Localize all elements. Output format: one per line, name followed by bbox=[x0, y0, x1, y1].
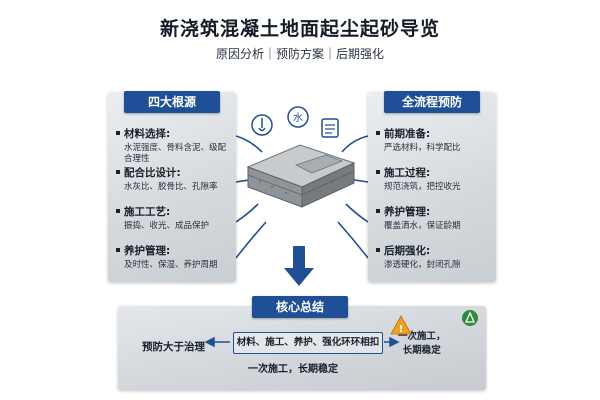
core-right-line2: 长期稳定 bbox=[402, 345, 441, 356]
right-panel-header: 全流程预防 bbox=[384, 91, 480, 113]
left-panel-root-causes: 四大根源 材料选择: 水泥强度、骨料含泥、级配合理性 配合比设计: 水灰比、胶骨… bbox=[108, 91, 236, 282]
connector-line-left-3 bbox=[235, 203, 259, 223]
item-desc: 渗透硬化，封闭孔隙 bbox=[384, 260, 461, 270]
left-panel-header: 四大根源 bbox=[124, 91, 220, 113]
down-arrow-icon bbox=[284, 246, 314, 286]
connector-line-left-4 bbox=[235, 221, 267, 259]
arrow-right-icon bbox=[389, 336, 400, 348]
clipboard-icon bbox=[321, 118, 339, 138]
item-title: 配合比设计: bbox=[116, 165, 230, 180]
connector-line-right-4 bbox=[337, 221, 369, 259]
list-item: 材料选择: 水泥强度、骨料含泥、级配合理性 bbox=[116, 126, 230, 165]
item-title: 后期强化: bbox=[376, 243, 490, 258]
core-summary-panel bbox=[118, 306, 486, 390]
core-center-box: 材料、施工、养护、强化环环相扣 bbox=[233, 332, 383, 354]
list-item: 配合比设计: 水灰比、胶骨比、孔隙率 bbox=[116, 165, 230, 204]
core-right-line1: 一次施工， bbox=[398, 331, 446, 342]
arrow-left-icon bbox=[204, 336, 215, 348]
thermometer-icon bbox=[251, 114, 273, 136]
svg-text:!: ! bbox=[399, 324, 404, 335]
page-title: 新浇筑混凝土地面起尘起砂导览 bbox=[159, 18, 440, 40]
svg-text:水: 水 bbox=[293, 112, 303, 124]
list-item: 养护管理: 覆盖洒水，保证龄期 bbox=[376, 204, 490, 243]
item-title: 施工工艺: bbox=[116, 204, 230, 219]
list-item: 后期强化: 渗透硬化，封闭孔隙 bbox=[376, 243, 490, 282]
list-item: 养护管理: 及时性、保湿、养护周期 bbox=[116, 243, 230, 282]
item-title: 前期准备: bbox=[376, 126, 490, 141]
item-desc: 振捣、收光、成品保护 bbox=[124, 221, 210, 231]
core-left-text: 预防大于治理 bbox=[142, 341, 205, 353]
item-title: 材料选择: bbox=[116, 126, 230, 141]
item-desc: 规范浇筑，把控收光 bbox=[384, 182, 461, 192]
list-item: 施工过程: 规范浇筑，把控收光 bbox=[376, 165, 490, 204]
item-desc: 严选材料，科学配比 bbox=[384, 143, 461, 153]
connector-line-right-1 bbox=[341, 135, 369, 153]
item-desc: 水泥强度、骨料含泥、级配合理性 bbox=[124, 143, 227, 164]
connector-line-left-1 bbox=[235, 135, 263, 153]
connector-line-right-3 bbox=[345, 203, 369, 223]
warning-icon: ! bbox=[390, 315, 412, 335]
core-bottom-text: 一次施工，长期稳定 bbox=[248, 364, 338, 375]
page-subtitle: 原因分析｜预防方案｜后期强化 bbox=[215, 47, 384, 61]
item-desc: 水灰比、胶骨比、孔隙率 bbox=[124, 182, 218, 192]
item-desc: 覆盖洒水，保证龄期 bbox=[384, 221, 461, 231]
item-desc: 及时性、保湿、养护周期 bbox=[124, 260, 218, 270]
item-title: 施工过程: bbox=[376, 165, 490, 180]
concrete-slab-illustration: 水 bbox=[246, 106, 356, 208]
list-item: 前期准备: 严选材料，科学配比 bbox=[376, 126, 490, 165]
item-title: 养护管理: bbox=[116, 243, 230, 258]
right-panel-prevention: 全流程预防 前期准备: 严选材料，科学配比 施工过程: 规范浇筑，把控收光 养护… bbox=[368, 91, 496, 282]
item-title: 养护管理: bbox=[376, 204, 490, 219]
list-item: 施工工艺: 振捣、收光、成品保护 bbox=[116, 204, 230, 243]
core-summary-header: 核心总结 bbox=[252, 296, 348, 318]
recycle-icon bbox=[462, 310, 478, 326]
water-icon: 水 bbox=[287, 106, 309, 128]
core-right-text: 一次施工， 长期稳定 bbox=[398, 330, 446, 358]
